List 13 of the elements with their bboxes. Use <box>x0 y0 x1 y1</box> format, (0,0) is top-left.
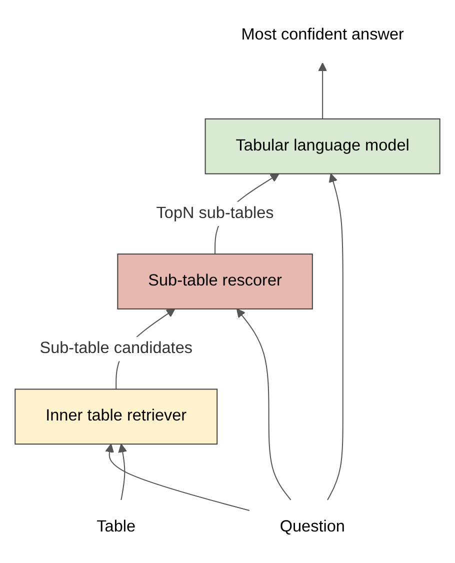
arrow <box>327 173 344 500</box>
node-text: Most confident answer <box>241 26 404 44</box>
node-box: Sub-table rescorer <box>117 254 313 310</box>
arrow <box>236 308 292 500</box>
arrow <box>318 62 328 119</box>
node-box: Inner table retriever <box>14 388 218 445</box>
edge-label: Sub-table candidates <box>40 340 193 358</box>
arrow <box>118 444 128 500</box>
node-text: Table <box>96 518 136 536</box>
node-box: Tabular language model <box>204 118 440 174</box>
edge-label: TopN sub-tables <box>156 204 274 222</box>
node-text: Question <box>280 518 345 536</box>
arrow <box>105 444 250 511</box>
